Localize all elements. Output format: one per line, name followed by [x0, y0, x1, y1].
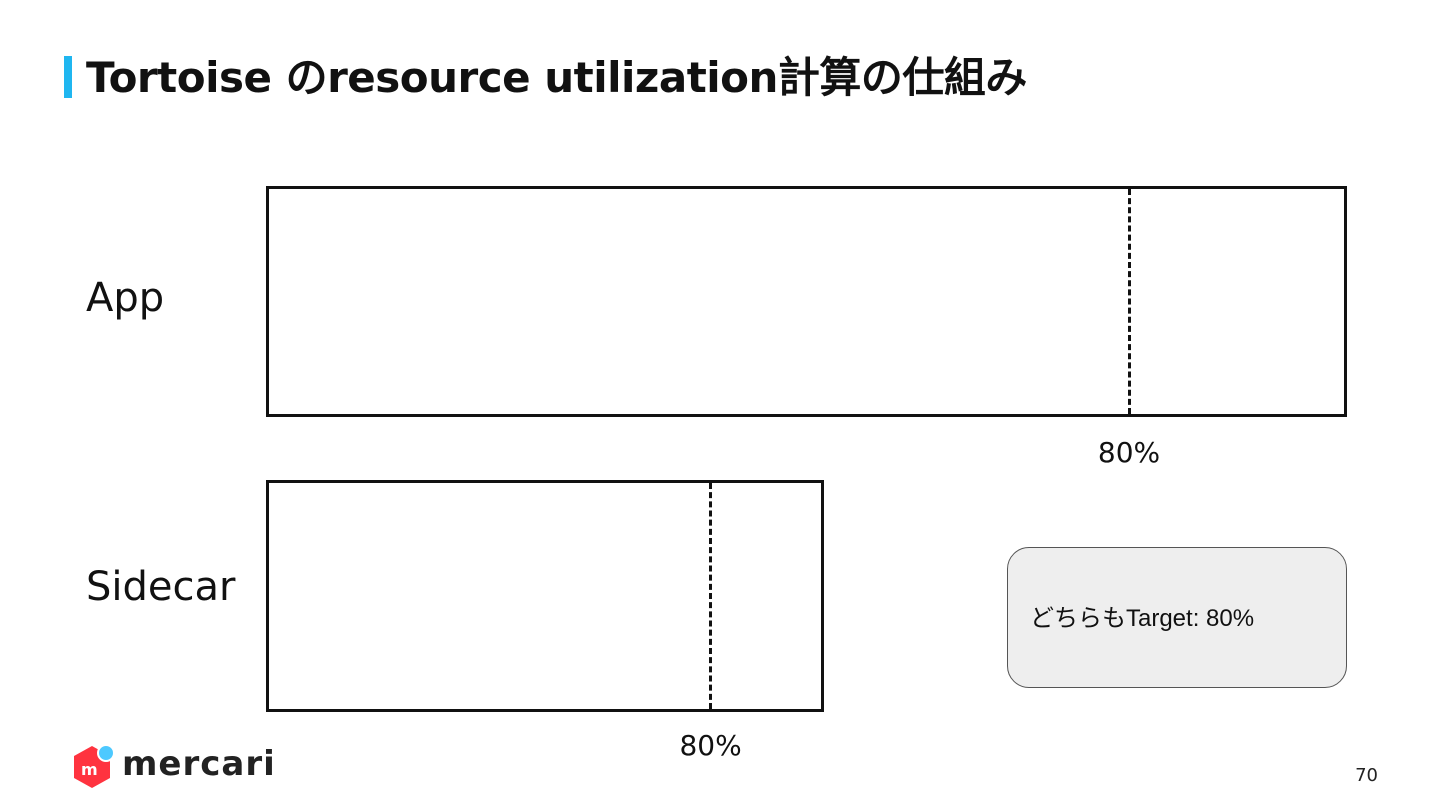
- app-target-line: [1127, 189, 1131, 414]
- page-number: 70: [1355, 765, 1378, 786]
- sidecar-row-label: Sidecar: [86, 564, 236, 610]
- sidecar-target-label: 80%: [679, 729, 742, 762]
- app-resource-bar: [266, 186, 1347, 417]
- app-row-label: App: [86, 275, 165, 321]
- mercari-logo-text: mercari: [122, 744, 276, 784]
- slide-title: Tortoise のresource utilization計算の仕組み: [86, 53, 1027, 102]
- target-note-text: どちらもTarget: 80%: [1030, 605, 1255, 632]
- mercari-logo-icon: m: [74, 744, 115, 788]
- sidecar-resource-bar: [266, 480, 824, 712]
- sidecar-target-line: [709, 483, 713, 709]
- title-accent-bar: [64, 56, 72, 98]
- mercari-logo: m mercari: [70, 742, 275, 790]
- svg-text:m: m: [81, 760, 98, 779]
- target-note-box: どちらもTarget: 80%: [1007, 547, 1347, 688]
- app-target-label: 80%: [1097, 436, 1161, 469]
